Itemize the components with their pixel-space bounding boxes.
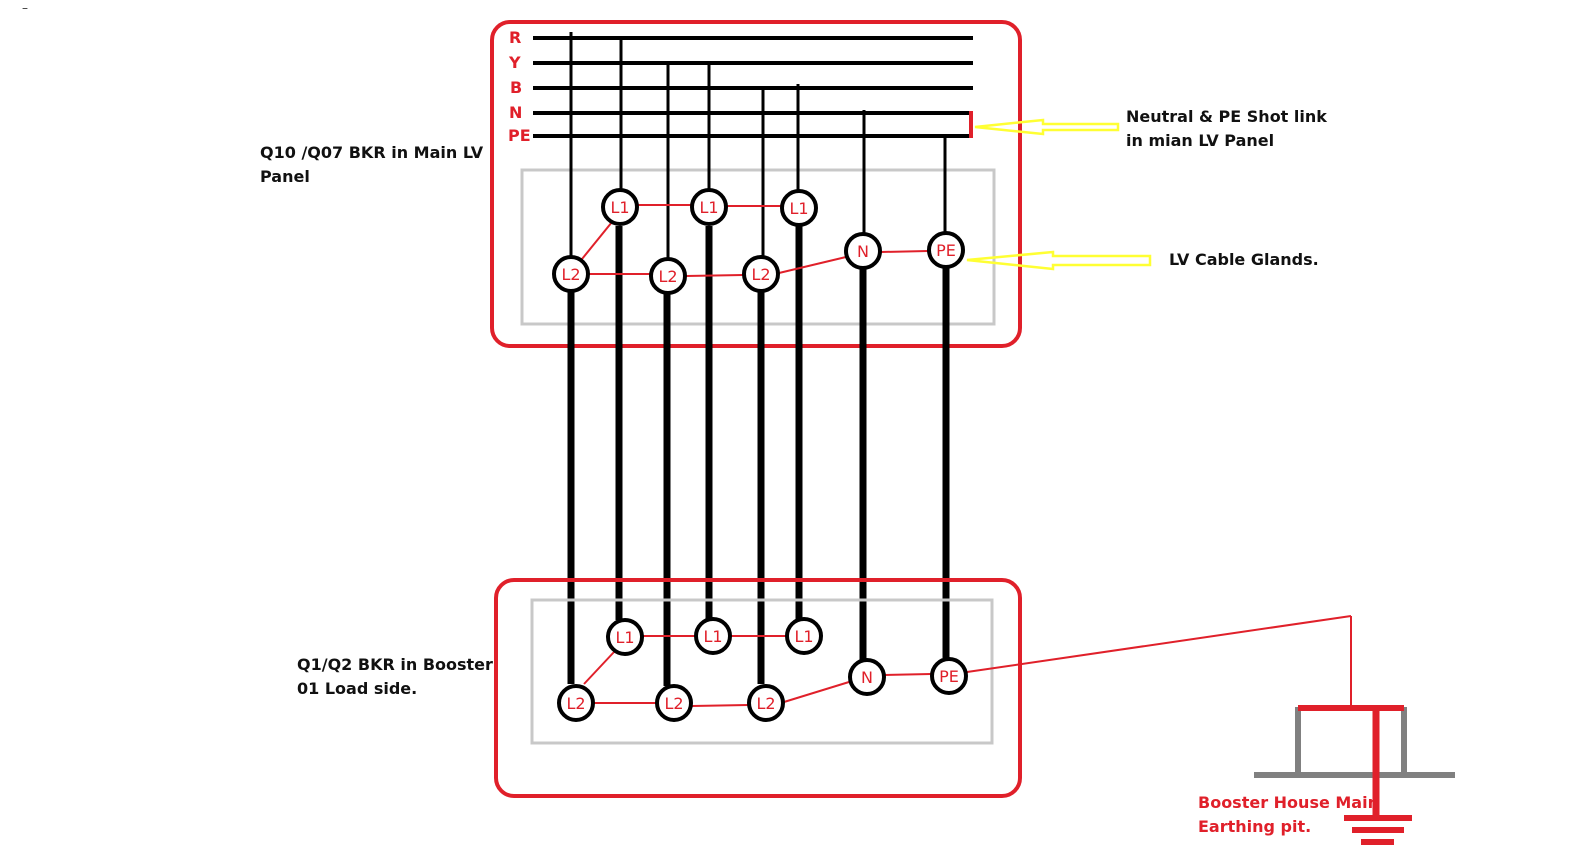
- terminal-label: L1: [615, 628, 634, 647]
- terminal-ring: [601, 188, 639, 226]
- terminal-ring: [606, 618, 644, 656]
- bottom-terminal-n: N: [848, 658, 886, 696]
- terminal-label: L1: [789, 199, 808, 218]
- top-terminal-l1-3: L1: [780, 189, 818, 227]
- booster-panel-label-line1: Q1/Q2 BKR in Booster: [297, 655, 493, 674]
- bottom-terminal-l1-1: L1: [606, 618, 644, 656]
- link-wire: [783, 681, 850, 703]
- top-terminal-l2-2: L2: [649, 257, 687, 295]
- terminal-ring: [552, 255, 590, 293]
- main-panel-label-line2: Panel: [260, 167, 310, 186]
- earth-lead: [966, 615, 1352, 673]
- bottom-link-wires: [583, 615, 1352, 707]
- earthing-pit-label-line1: Booster House Main: [1198, 793, 1379, 812]
- bus-label-n: N: [509, 103, 522, 122]
- bottom-terminal-l1-3: L1: [785, 617, 823, 655]
- link-wire: [880, 250, 929, 253]
- bottom-terminal-pe: PE: [930, 657, 968, 695]
- top-terminal-l2-1: L2: [552, 255, 590, 293]
- arrow-shape: [966, 250, 1152, 271]
- terminal-label: L1: [699, 198, 718, 217]
- bottom-terminal-l2-1: L2: [557, 684, 595, 722]
- terminal-ring: [690, 188, 728, 226]
- booster-panel-enclosure: [494, 578, 1022, 798]
- terminal-ring: [655, 684, 693, 722]
- top-terminal-pe: PE: [927, 231, 965, 269]
- terminal-ring: [742, 255, 780, 293]
- terminal-ring: [694, 617, 732, 655]
- arrow-shape: [974, 118, 1120, 136]
- terminal-ring: [649, 257, 687, 295]
- terminal-label: L1: [703, 627, 722, 646]
- short-link-arrow: [974, 118, 1120, 136]
- terminal-label: N: [857, 242, 869, 261]
- terminal-ring: [780, 189, 818, 227]
- terminal-ring: [927, 231, 965, 269]
- bus-label-pe: PE: [508, 126, 531, 145]
- busbar-drops: [569, 32, 947, 260]
- terminal-label: L2: [751, 265, 770, 284]
- link-wire: [583, 651, 615, 685]
- link-wire: [685, 274, 744, 277]
- bottom-terminal-l1-2: L1: [694, 617, 732, 655]
- terminal-label: N: [861, 668, 873, 687]
- bus-label-r: R: [509, 28, 521, 47]
- terminal-ring: [844, 232, 882, 270]
- booster-gland-plate: [530, 598, 994, 745]
- cables: [567, 226, 950, 686]
- top-link-wires: [581, 204, 929, 277]
- glands-arrow: [966, 250, 1152, 271]
- terminal-label: PE: [936, 241, 956, 260]
- terminal-label: PE: [939, 667, 959, 686]
- corner-mark: –: [22, 1, 28, 15]
- busbars: [533, 36, 973, 138]
- terminal-label: L2: [658, 267, 677, 286]
- main-panel-label-line1: Q10 /Q07 BKR in Main LV: [260, 143, 484, 162]
- terminal-label: L1: [610, 198, 629, 217]
- terminal-ring: [848, 658, 886, 696]
- terminal-label: L1: [794, 627, 813, 646]
- terminal-ring: [747, 684, 785, 722]
- link-wire: [884, 673, 932, 676]
- link-wire: [691, 704, 749, 707]
- short-link-callout-line2: in mian LV Panel: [1126, 131, 1274, 150]
- bottom-terminal-l2-3: L2: [747, 684, 785, 722]
- booster-panel-label-line2: 01 Load side.: [297, 679, 417, 698]
- terminal-label: L2: [561, 265, 580, 284]
- main-lv-panel-enclosure: [490, 20, 1022, 348]
- top-terminal-n: N: [844, 232, 882, 270]
- top-terminal-l1-1: L1: [601, 188, 639, 226]
- terminal-ring: [785, 617, 823, 655]
- bus-label-y: Y: [508, 53, 521, 72]
- terminal-ring: [930, 657, 968, 695]
- bus-label-b: B: [510, 78, 522, 97]
- bottom-terminal-l2-2: L2: [655, 684, 693, 722]
- top-terminal-l2-3: L2: [742, 255, 780, 293]
- terminal-label: L2: [664, 694, 683, 713]
- terminal-label: L2: [566, 694, 585, 713]
- earthing-pit-label-line2: Earthing pit.: [1198, 817, 1311, 836]
- terminal-label: L2: [756, 694, 775, 713]
- earthing-pit: [1254, 616, 1455, 845]
- link-wire: [778, 256, 847, 274]
- link-wire: [581, 221, 613, 260]
- glands-callout: LV Cable Glands.: [1169, 250, 1319, 269]
- terminal-ring: [557, 684, 595, 722]
- top-terminal-l1-2: L1: [690, 188, 728, 226]
- short-link-callout-line1: Neutral & PE Shot link: [1126, 107, 1327, 126]
